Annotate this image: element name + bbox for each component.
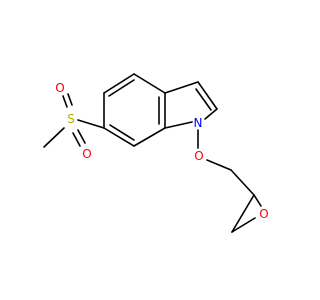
bond-c6-c7: [103, 127, 135, 147]
bond-s-o-down-a: [72, 132, 81, 147]
bond-n1-c7a: [164, 121, 193, 129]
atom-labels: N O S O O O: [55, 81, 268, 221]
bond-c2-n1: [204, 108, 218, 120]
bond-c6-s: [77, 119, 105, 129]
atom-label-o-linker: O: [194, 149, 203, 163]
molecule-structure-diagram: N O S O O O: [43, 73, 269, 233]
bond-ch2-cepox: [230, 169, 255, 196]
bond-c4-c5: [103, 73, 135, 94]
bond-c7-c7a: [133, 127, 166, 147]
bond-c6-c7-inner: [109, 124, 135, 141]
bond-s-ch3: [43, 127, 65, 148]
bond-cepox-c: [231, 194, 255, 233]
atom-label-o-epoxide: O: [259, 207, 268, 221]
bond-c-o-epox: [231, 217, 256, 233]
bond-s-o-down-b: [77, 129, 86, 144]
atom-label-o-sulfonyl-down: O: [82, 147, 91, 161]
atom-label-s: S: [67, 112, 75, 126]
atom-label-n1: N: [194, 116, 203, 130]
bond-c3-c2-inner: [195, 88, 212, 111]
bond-o-ch2: [206, 159, 232, 171]
bond-c3a-c4: [133, 73, 166, 94]
bond-c4-c5-inner: [108, 79, 135, 97]
bond-c3-c2: [197, 81, 218, 110]
bond-c3a-c3: [164, 81, 199, 94]
bonds: [43, 73, 262, 233]
bond-cepox-o: [253, 194, 262, 207]
bond-s-o-up-b: [67, 93, 73, 106]
atom-label-o-sulfonyl-up: O: [55, 81, 64, 95]
bond-s-o-up-a: [62, 95, 68, 108]
